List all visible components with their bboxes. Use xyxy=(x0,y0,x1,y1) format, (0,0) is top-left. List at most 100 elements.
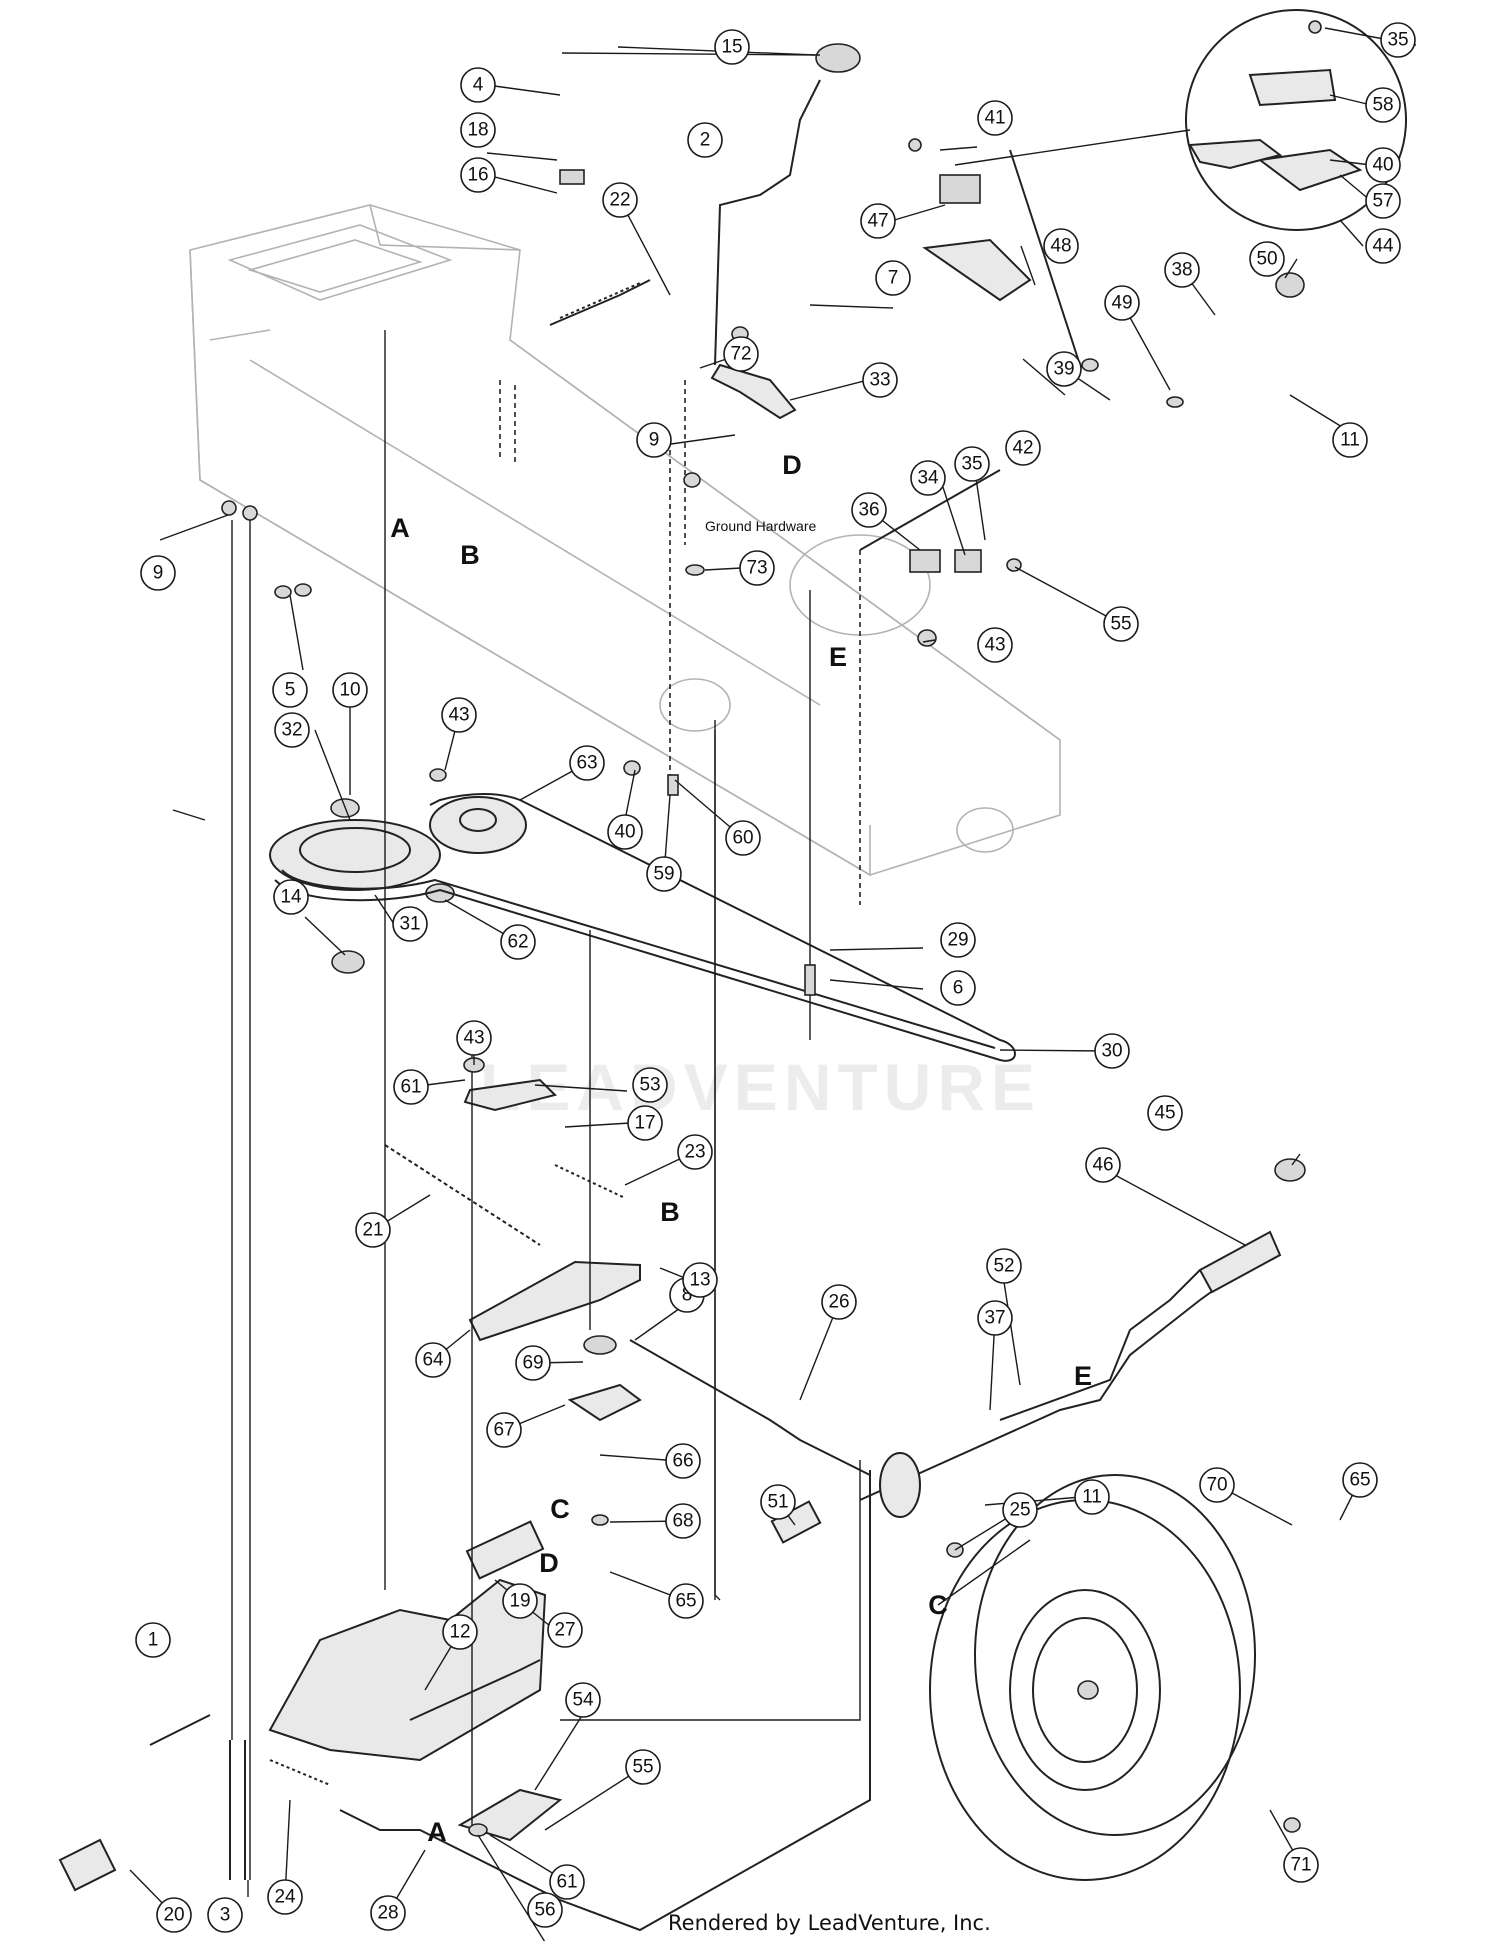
bushing-69 xyxy=(583,1335,617,1355)
svg-text:5: 5 xyxy=(285,680,296,701)
callout-53: 53 xyxy=(632,1067,668,1103)
callout-68: 68 xyxy=(665,1503,701,1539)
callout-51: 51 xyxy=(760,1484,796,1520)
svg-text:40: 40 xyxy=(1372,155,1393,176)
svg-text:35: 35 xyxy=(961,454,982,475)
svg-text:52: 52 xyxy=(993,1256,1014,1277)
svg-text:56: 56 xyxy=(534,1900,555,1921)
rods xyxy=(339,149,1201,1932)
svg-text:67: 67 xyxy=(493,1420,514,1441)
callout-56: 56 xyxy=(527,1892,563,1928)
callout-11: 11 xyxy=(1332,422,1368,458)
callout-40: 40 xyxy=(1365,147,1401,183)
callout-16: 16 xyxy=(460,157,496,193)
callout-24: 24 xyxy=(267,1879,303,1915)
svg-text:43: 43 xyxy=(984,635,1005,656)
callout-2: 2 xyxy=(687,122,723,158)
callout-21: 21 xyxy=(355,1212,391,1248)
callout-57: 57 xyxy=(1365,183,1401,219)
callout-65: 65 xyxy=(668,1583,704,1619)
switch-47 xyxy=(939,174,981,204)
svg-text:59: 59 xyxy=(653,864,674,885)
svg-text:62: 62 xyxy=(507,932,528,953)
callout-43: 43 xyxy=(456,1020,492,1056)
callout-14: 14 xyxy=(273,879,309,915)
callout-18: 18 xyxy=(460,112,496,148)
callout-60: 60 xyxy=(725,820,761,856)
ref-letter-d: D xyxy=(782,450,802,480)
callout-12: 12 xyxy=(442,1614,478,1650)
callout-20: 20 xyxy=(156,1897,192,1933)
callout-27: 27 xyxy=(547,1612,583,1648)
svg-text:3: 3 xyxy=(220,1905,231,1926)
svg-text:51: 51 xyxy=(767,1492,788,1513)
svg-text:43: 43 xyxy=(448,705,469,726)
pulley-32 xyxy=(269,819,441,891)
svg-text:43: 43 xyxy=(463,1028,484,1049)
svg-text:2: 2 xyxy=(700,130,711,151)
svg-text:38: 38 xyxy=(1171,260,1192,281)
svg-text:72: 72 xyxy=(730,344,751,365)
plate-18 xyxy=(559,169,585,185)
svg-text:44: 44 xyxy=(1372,236,1394,257)
hub-plate xyxy=(879,1452,921,1518)
wheel xyxy=(929,1474,1256,1881)
svg-text:48: 48 xyxy=(1050,236,1071,257)
callout-66: 66 xyxy=(665,1443,701,1479)
axle-19 xyxy=(465,1520,545,1580)
svg-text:7: 7 xyxy=(888,268,899,289)
sleeve-20 xyxy=(58,1838,117,1892)
rod-48 xyxy=(1009,149,1081,366)
svg-text:13: 13 xyxy=(689,1270,710,1291)
svg-text:47: 47 xyxy=(867,211,888,232)
svg-text:42: 42 xyxy=(1012,438,1033,459)
callout-37: 37 xyxy=(977,1300,1013,1336)
svg-text:25: 25 xyxy=(1009,1500,1030,1521)
lever-38 xyxy=(922,238,1032,302)
svg-text:66: 66 xyxy=(672,1451,693,1472)
callouts: 1 2 3 4 5 6 7 8 9 9 10 11 11 12 13 14 15… xyxy=(135,22,1416,1941)
svg-text:64: 64 xyxy=(422,1350,444,1371)
svg-text:63: 63 xyxy=(576,753,597,774)
bracket-33 xyxy=(710,363,797,420)
ref-letter-b: B xyxy=(660,1197,680,1227)
callout-9: 9 xyxy=(636,422,672,458)
svg-text:50: 50 xyxy=(1256,249,1277,270)
svg-text:49: 49 xyxy=(1111,293,1132,314)
svg-text:53: 53 xyxy=(639,1075,660,1096)
callout-26: 26 xyxy=(821,1284,857,1320)
svg-text:55: 55 xyxy=(1110,614,1131,635)
callout-71: 71 xyxy=(1283,1847,1319,1883)
svg-text:36: 36 xyxy=(858,500,879,521)
callout-15: 15 xyxy=(714,29,750,65)
svg-text:46: 46 xyxy=(1092,1155,1113,1176)
bracket-34 xyxy=(954,549,982,573)
alignment-lines xyxy=(231,330,861,1880)
callout-72: 72 xyxy=(723,336,759,372)
svg-text:69: 69 xyxy=(522,1353,543,1374)
spring-21 xyxy=(384,1144,541,1246)
callout-46: 46 xyxy=(1085,1147,1121,1183)
svg-text:35: 35 xyxy=(1387,30,1408,51)
callout-54: 54 xyxy=(565,1682,601,1718)
svg-text:56: 56 xyxy=(534,1932,555,1941)
svg-text:17: 17 xyxy=(634,1113,655,1134)
svg-text:41: 41 xyxy=(984,108,1005,129)
callout-35: 35 xyxy=(954,446,990,482)
callout-6: 6 xyxy=(940,970,976,1006)
pulley-63 xyxy=(429,796,527,854)
svg-text:20: 20 xyxy=(163,1905,184,1926)
frame-ghost xyxy=(189,204,1061,877)
ref-letter-b: B xyxy=(460,540,480,570)
svg-text:16: 16 xyxy=(467,165,488,186)
knob-15 xyxy=(815,43,861,73)
shift-lever xyxy=(710,43,861,420)
callout-11: 11 xyxy=(1074,1479,1110,1515)
callout-9: 9 xyxy=(140,555,176,591)
ref-letter-e: E xyxy=(829,642,847,672)
callout-34: 34 xyxy=(910,460,946,496)
bracket-53 xyxy=(463,1078,557,1112)
spring-22 xyxy=(559,282,641,319)
callout-23: 23 xyxy=(677,1134,713,1170)
ground-hardware-label: Ground Hardware xyxy=(705,518,816,534)
